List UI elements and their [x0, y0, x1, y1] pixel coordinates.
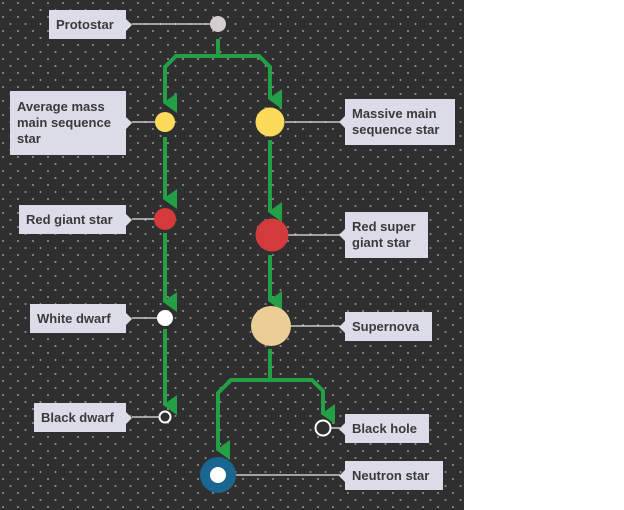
node-massive-main [255, 107, 285, 137]
label-protostar: Protostar [49, 10, 132, 39]
label-supernova-text: Supernova [352, 318, 420, 334]
label-avg-main-text: Average mass main sequence star [17, 99, 111, 146]
label-red-super-giant-text: Red super giant star [352, 219, 416, 250]
label-red-giant: Red giant star [19, 205, 132, 234]
arrow-protostar-to-avg-main [163, 39, 220, 113]
label-black-dwarf: Black dwarf [34, 403, 132, 432]
label-neutron-star: Neutron star [339, 461, 443, 490]
node-protostar [210, 16, 226, 32]
node-white-dwarf [157, 310, 173, 326]
label-supernova: Supernova [339, 312, 432, 341]
label-black-hole-text: Black hole [352, 420, 418, 436]
arrow-supernova-to-neutron-star [216, 349, 272, 460]
node-supernova [251, 306, 291, 346]
label-white-dwarf-text: White dwarf [37, 310, 111, 326]
arrow-supernova-to-black-hole [270, 378, 335, 424]
label-massive-main-text: Massive main sequence star [352, 106, 440, 137]
arrow-protostar-to-massive-main [218, 54, 282, 109]
node-avg-main [155, 112, 175, 132]
node-red-super-giant [255, 218, 289, 252]
label-white-dwarf: White dwarf [30, 304, 132, 333]
star-lifecycle-diagram [132, 16, 340, 493]
label-neutron-star-text: Neutron star [352, 467, 430, 483]
node-neutron-star-core [210, 467, 226, 483]
label-avg-main: Average mass main sequence star [10, 91, 132, 155]
node-black-dwarf [158, 410, 172, 424]
label-red-super-giant: Red super giant star [339, 212, 428, 258]
label-black-dwarf-text: Black dwarf [41, 409, 114, 425]
label-protostar-text: Protostar [56, 16, 114, 32]
node-black-hole [314, 419, 332, 437]
node-red-giant [154, 208, 176, 230]
label-massive-main: Massive main sequence star [339, 99, 455, 145]
label-red-giant-text: Red giant star [26, 211, 113, 227]
label-black-hole: Black hole [339, 414, 429, 443]
